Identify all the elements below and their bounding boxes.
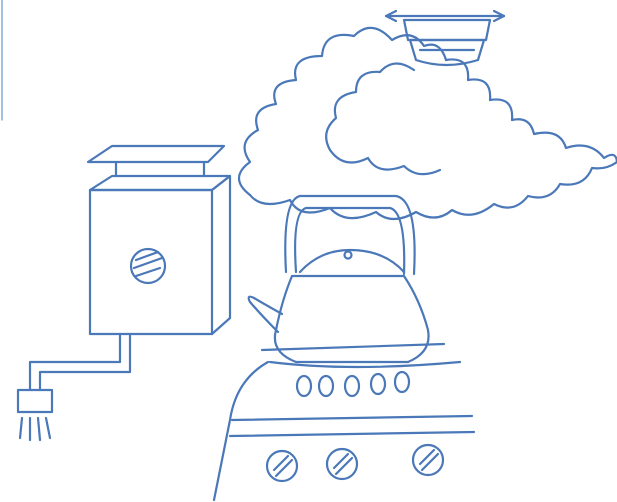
knob-icon: [327, 449, 357, 479]
stove-knob: [267, 451, 297, 481]
knob-icon: [413, 445, 443, 475]
steam-lower: [250, 162, 617, 219]
stove-knob: [413, 445, 443, 475]
hood-lid: [90, 176, 230, 190]
hood-side: [212, 176, 230, 334]
flame: [297, 376, 311, 396]
flame: [345, 376, 359, 396]
stove-front-line-2: [230, 432, 474, 436]
exhaust-duct: [18, 334, 130, 440]
stove-front-line: [232, 416, 472, 420]
flame: [371, 374, 385, 394]
stove-knob: [327, 449, 357, 479]
exhaust-outlet: [18, 390, 52, 412]
detector-body: [404, 20, 490, 40]
gas-stove: [214, 344, 474, 500]
steam-inner-curl: [326, 63, 414, 150]
hood-top-connector: [116, 162, 204, 176]
knob-slats: [420, 450, 438, 470]
knob-slats: [334, 454, 352, 474]
kettle: [249, 196, 429, 362]
flame: [319, 376, 333, 396]
steam-cloud: [239, 28, 617, 219]
kettle-lid-knob: [345, 252, 352, 259]
flame: [395, 372, 409, 392]
knob-icon: [267, 451, 297, 481]
exhaust-air-lines: [20, 418, 50, 440]
steam-inner-curl-2: [330, 150, 440, 174]
steam-right: [446, 59, 617, 162]
knob-slats: [274, 456, 292, 476]
stove-counter: [214, 362, 268, 500]
hood-top-plate: [88, 146, 224, 162]
exhaust-hood: [88, 146, 230, 334]
stove-top-edge: [262, 344, 444, 350]
fan-vent-slats: [134, 252, 162, 276]
burner-flames: [297, 372, 409, 396]
fan-vent-icon: [131, 249, 165, 283]
duct-pipe-inner: [30, 334, 120, 390]
